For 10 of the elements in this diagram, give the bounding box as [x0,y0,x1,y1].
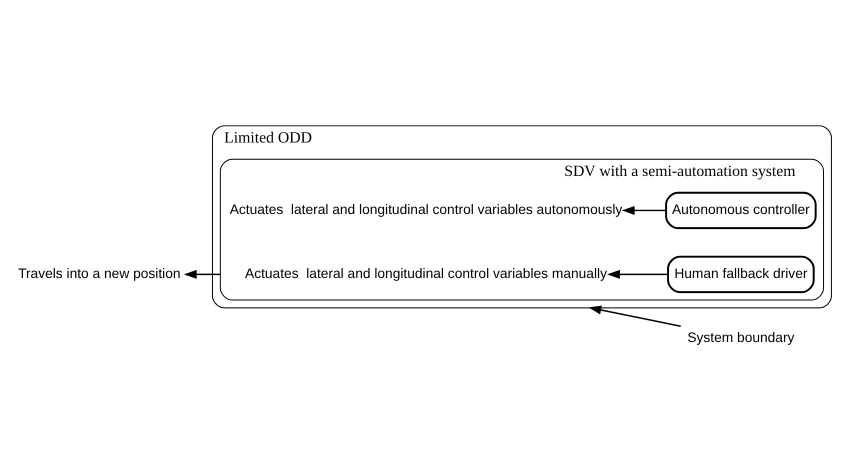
arrow [184,270,220,279]
arrow [622,206,666,215]
node-box: Human fallback driver [667,256,815,294]
node-text: System boundary [687,330,794,345]
arrow [588,306,681,327]
node-text: Actuates lateral and longitudinal control variables manually [245,266,607,282]
arrow [607,270,668,279]
node-box: Autonomous controller [665,192,817,230]
node-text: Travels into a new position [18,266,181,282]
node-text: Actuates lateral and longitudinal control variables autonomously [230,202,622,218]
